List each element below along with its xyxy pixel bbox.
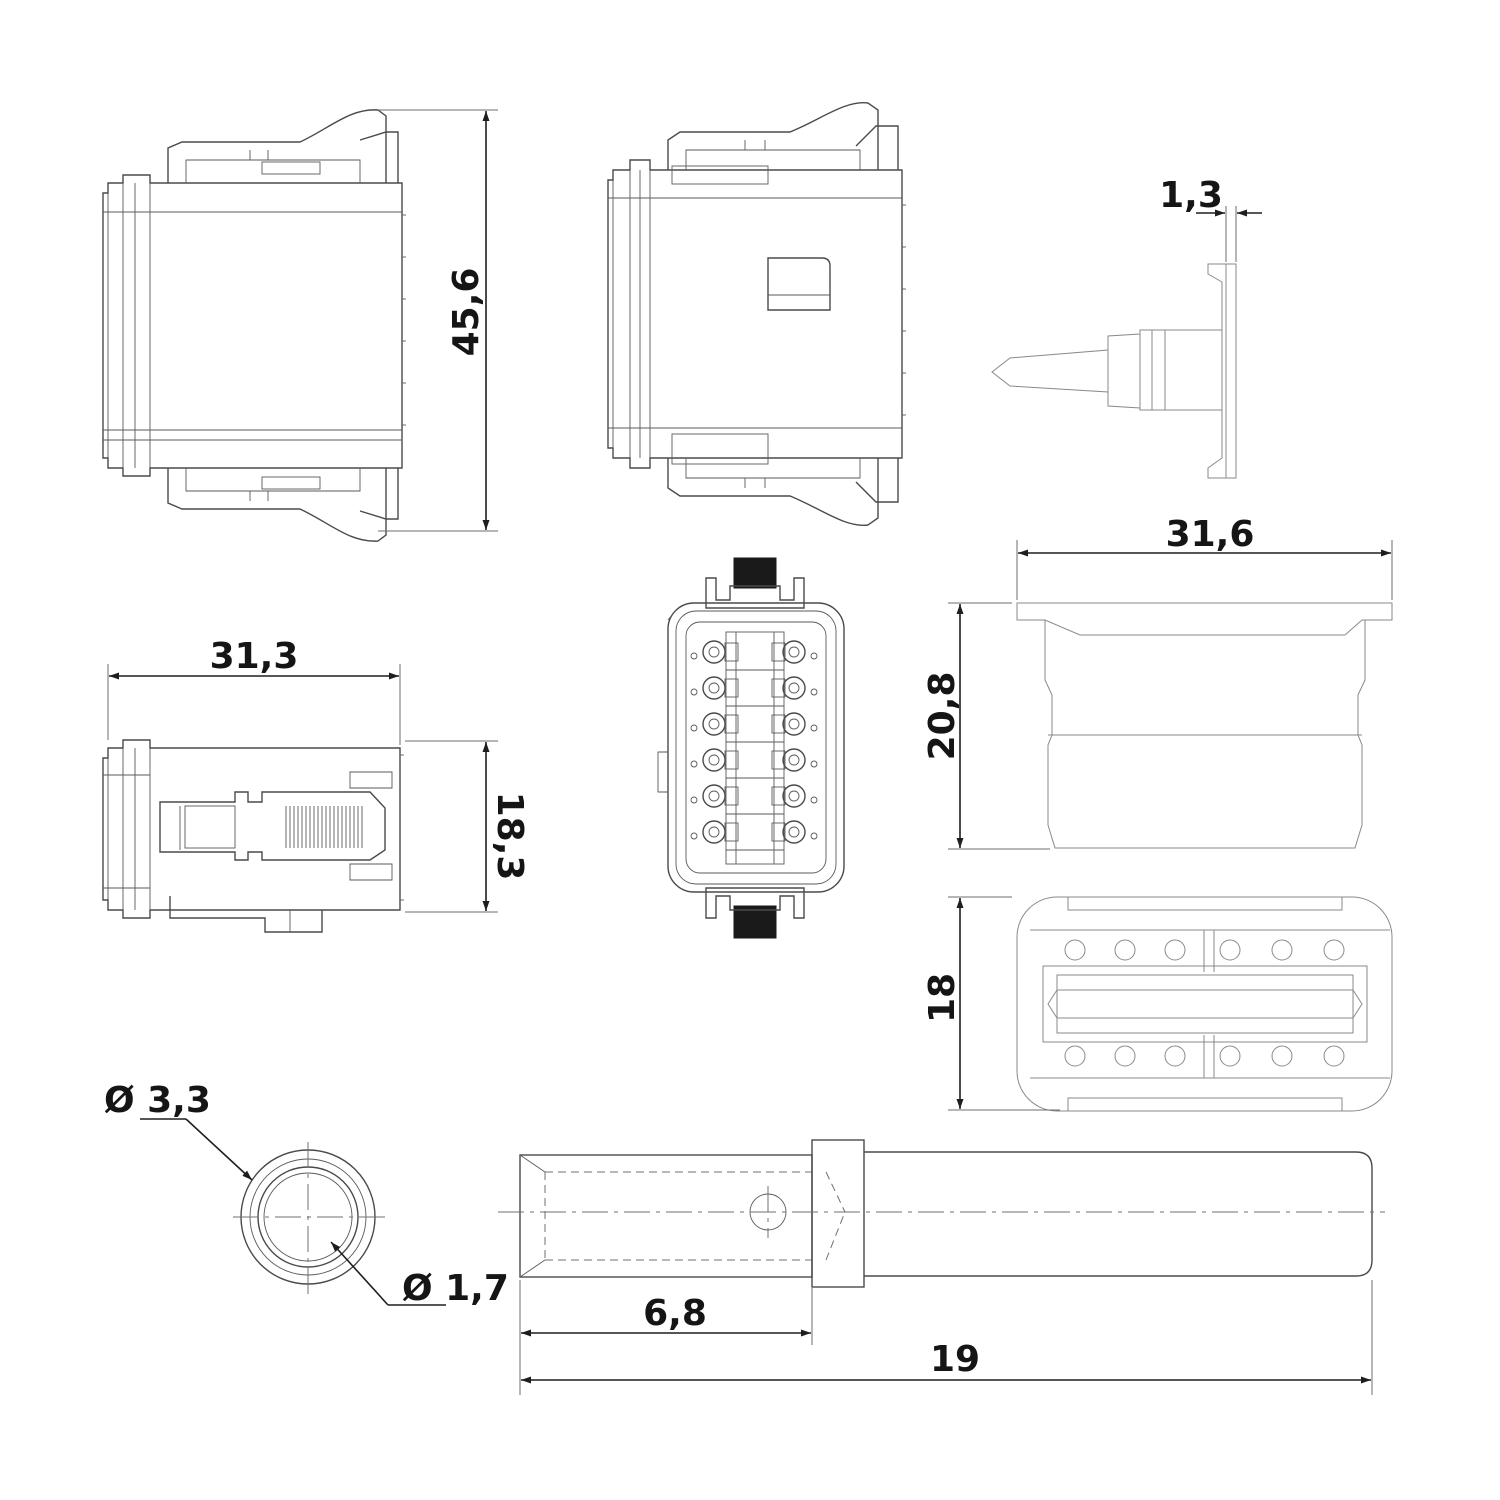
dimension-length-6-8: 6,8 xyxy=(519,1280,813,1345)
dimension-label-31-3: 31,3 xyxy=(210,636,299,677)
contact-end-view xyxy=(233,1142,385,1295)
cavity-shoulder xyxy=(724,822,739,842)
cavity-pin xyxy=(708,826,720,838)
cavity-pin xyxy=(788,646,800,658)
dimension-height-18-3: 18,3 xyxy=(405,740,530,913)
cavity-ring xyxy=(782,820,806,844)
seal-hole xyxy=(1164,939,1186,961)
seal-hole xyxy=(1164,1045,1186,1067)
seal-hole xyxy=(1064,939,1086,961)
carrier-frame xyxy=(725,631,785,865)
peg-left xyxy=(690,760,698,768)
peg-right xyxy=(810,652,818,660)
cavity-ring xyxy=(702,712,726,736)
cavity-shoulder xyxy=(724,786,739,806)
seal-hole xyxy=(1064,1045,1086,1067)
dimension-label-31-6: 31,6 xyxy=(1166,514,1255,555)
seal-hole xyxy=(1219,939,1241,961)
dimension-width-31-3: 31,3 xyxy=(107,636,401,745)
dimension-label-45-6: 45,6 xyxy=(446,268,487,357)
dimension-diameter-1-7: Ø 1,7 xyxy=(330,1241,509,1309)
dimension-label-20-8: 20,8 xyxy=(922,672,963,761)
seal-hole xyxy=(1219,1045,1241,1067)
cavity-pin xyxy=(788,790,800,802)
seal-face xyxy=(1016,896,1393,1112)
dimension-length-19: 19 xyxy=(519,1280,1373,1395)
seal-hole xyxy=(1271,939,1293,961)
cavity-ring xyxy=(702,676,726,700)
cavity-ring xyxy=(782,640,806,664)
cavity-pin xyxy=(788,754,800,766)
cavity-pin xyxy=(708,754,720,766)
cavity-pin xyxy=(708,682,720,694)
dimension-label-18: 18 xyxy=(922,973,963,1023)
dimension-thickness-1-3: 1,3 xyxy=(1159,175,1262,262)
cavity-shoulder xyxy=(771,786,786,806)
dimension-label-dia-1-7: Ø 1,7 xyxy=(402,1268,509,1309)
cavity-ring xyxy=(782,748,806,772)
cavity-ring xyxy=(702,640,726,664)
peg-left xyxy=(690,652,698,660)
dimension-label-1-3: 1,3 xyxy=(1159,175,1223,216)
dimension-height-45-6: 45,6 xyxy=(378,109,498,532)
cavity-shoulder xyxy=(724,678,739,698)
connector-side-view xyxy=(102,739,404,933)
latch-serrations xyxy=(285,806,363,848)
seal-hole xyxy=(1323,939,1345,961)
peg-right xyxy=(810,724,818,732)
peg-left xyxy=(690,724,698,732)
cavity-shoulder xyxy=(724,714,739,734)
cavity-ring xyxy=(702,784,726,808)
seal-hole xyxy=(1114,1045,1136,1067)
connector-top-view-left xyxy=(102,109,406,542)
cavity-pin xyxy=(788,718,800,730)
cavity-pin xyxy=(788,826,800,838)
cavity-shoulder xyxy=(771,822,786,842)
dimension-height-18: 18 xyxy=(922,896,1060,1111)
cavity-shoulder xyxy=(771,750,786,770)
cavity-pin xyxy=(788,682,800,694)
seal-hole xyxy=(1323,1045,1345,1067)
wedge-lock-profile xyxy=(991,263,1237,479)
peg-left xyxy=(690,796,698,804)
cavity-shoulder xyxy=(771,642,786,662)
cavity-ring xyxy=(782,712,806,736)
dimension-width-31-6: 31,6 xyxy=(1016,514,1393,600)
cavity-shoulder xyxy=(724,642,739,662)
peg-left xyxy=(690,832,698,840)
cavity-pin xyxy=(708,718,720,730)
contact-side-view xyxy=(498,1139,1385,1288)
cavity-shoulder xyxy=(771,714,786,734)
seal-holes xyxy=(1064,939,1345,1067)
cavity-shoulder xyxy=(771,678,786,698)
terminal-cavities xyxy=(690,631,818,865)
cavity-pin xyxy=(708,790,720,802)
cavity-ring xyxy=(702,748,726,772)
seal-side-profile xyxy=(1016,602,1393,849)
peg-right xyxy=(810,832,818,840)
cavity-ring xyxy=(782,676,806,700)
cavity-ring xyxy=(782,784,806,808)
seal-hole xyxy=(1271,1045,1293,1067)
latch-top-block xyxy=(733,557,777,589)
dimension-diameter-3-3: Ø 3,3 xyxy=(104,1080,253,1181)
connector-top-view-middle xyxy=(607,102,906,526)
dimension-label-18-3: 18,3 xyxy=(489,792,530,881)
cavity-pin xyxy=(708,646,720,658)
cavity-ring xyxy=(702,820,726,844)
seal-hole xyxy=(1114,939,1136,961)
dimension-label-dia-3-3: Ø 3,3 xyxy=(104,1080,211,1121)
dimension-label-19: 19 xyxy=(930,1339,980,1380)
cavity-shoulder xyxy=(724,750,739,770)
peg-right xyxy=(810,760,818,768)
latch-bottom-block xyxy=(733,905,777,939)
peg-right xyxy=(810,796,818,804)
peg-left xyxy=(690,688,698,696)
connector-front-face xyxy=(657,557,845,939)
peg-right xyxy=(810,688,818,696)
dimension-label-6-8: 6,8 xyxy=(643,1293,707,1334)
dimension-height-20-8: 20,8 xyxy=(922,602,1050,850)
